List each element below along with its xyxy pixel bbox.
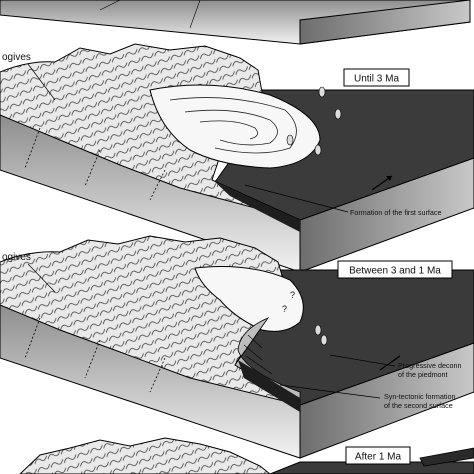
tree-icon [314, 324, 328, 346]
glacier-tongue [194, 266, 304, 332]
ogives-leader [27, 63, 56, 101]
stage-label: After 1 Ma [355, 452, 402, 463]
first-surface-deposit [215, 182, 300, 232]
ogives-label: ogives [2, 252, 31, 263]
annotation-text: of the second surface [384, 401, 453, 410]
svg-text:?: ? [290, 290, 295, 300]
stage-label-box [337, 260, 453, 279]
annotation-text: of the piedmont [398, 370, 448, 379]
second-surface-deposit [238, 360, 300, 412]
glacier-tongue [149, 84, 321, 169]
terrace-bar [419, 447, 474, 467]
top-partial-block [0, 0, 471, 45]
annotation-text: Formation of the first surface [350, 208, 441, 217]
stage-label-box [345, 446, 411, 465]
panel-until-3ma: Until 3 Ma ogives Formation of the first… [0, 43, 474, 273]
mountain-relief [19, 437, 271, 474]
panel-between-3-and-1ma: ? ? Between 3 and 1 Ma ogives Progressiv… [0, 235, 474, 459]
annotation-text: Progressive deconn [398, 361, 462, 370]
stage-label: Until 3 Ma [354, 74, 399, 85]
tree-icon [286, 86, 342, 156]
svg-text:?: ? [282, 304, 287, 314]
arrow-icon [379, 355, 401, 371]
panel-after-1ma: After 1 Ma [19, 437, 474, 474]
stage-label: Between 3 and 1 Ma [349, 266, 441, 277]
ogives-leader [27, 263, 56, 293]
annotation-leader [279, 384, 381, 399]
ogives-label: ogives [2, 52, 31, 63]
annotation-leader [244, 184, 349, 213]
annotation-leader [329, 354, 396, 367]
incised-terrace [234, 317, 301, 406]
piedmont-surface [269, 461, 474, 474]
stage-label-box [343, 68, 410, 87]
annotation-text: Syn-tectonic formation [384, 392, 456, 401]
